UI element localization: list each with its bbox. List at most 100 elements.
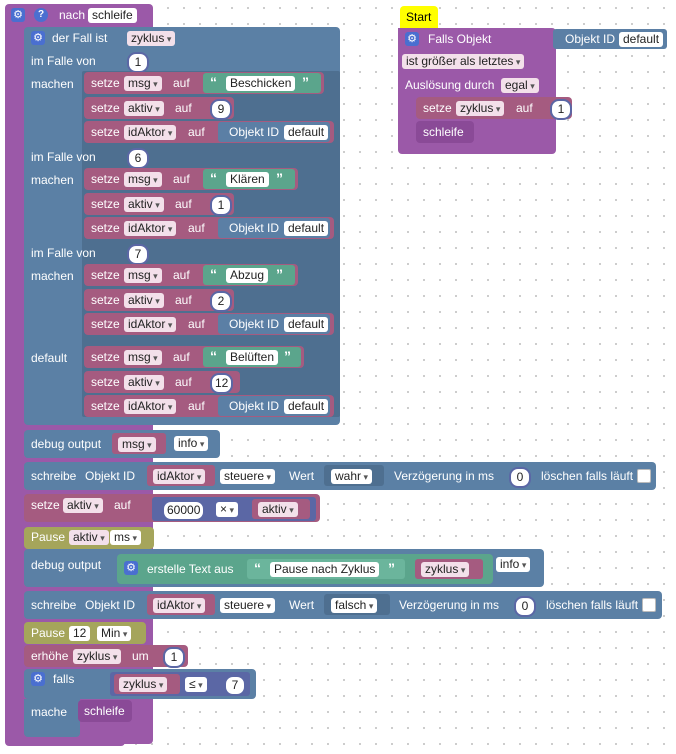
gear-icon[interactable]: ⚙ — [31, 672, 45, 686]
object-id-value[interactable]: default — [284, 125, 329, 140]
case-label: im Falle von — [31, 54, 96, 68]
set-label: setze — [91, 317, 120, 331]
set-label: setze — [91, 76, 120, 90]
var-idaktor[interactable]: idAktor — [124, 221, 177, 236]
multiply-operator[interactable]: × — [216, 502, 239, 517]
var-aktiv[interactable]: aktiv — [124, 375, 164, 390]
case-value[interactable]: 6 — [127, 148, 149, 169]
quote-close-icon: ” — [276, 170, 283, 186]
call-name: schleife — [84, 704, 125, 718]
var-idaktor[interactable]: idAktor — [124, 125, 177, 140]
call-procedure-block[interactable] — [78, 700, 132, 722]
var-aktiv[interactable]: aktiv — [124, 293, 164, 308]
set-label: setze — [31, 498, 60, 512]
trigger-by-select[interactable]: egal — [501, 78, 539, 93]
switch-variable[interactable]: zyklus — [127, 31, 176, 46]
var-aktiv[interactable]: aktiv — [258, 502, 298, 517]
case-value[interactable]: 7 — [127, 244, 149, 265]
delay-value[interactable]: 0 — [509, 467, 531, 488]
var-aktiv[interactable]: aktiv — [63, 498, 103, 513]
clear-checkbox[interactable] — [637, 469, 651, 483]
msg-text[interactable]: Belüften — [226, 350, 279, 365]
aktiv-value[interactable]: 12 — [210, 373, 234, 394]
quote-close-icon: ” — [302, 74, 309, 90]
var-aktiv[interactable]: aktiv — [124, 101, 164, 116]
clear-checkbox[interactable] — [642, 598, 656, 612]
var-idaktor[interactable]: idAktor — [124, 317, 177, 332]
object-id-value[interactable]: default — [284, 399, 329, 414]
zyklus-value[interactable]: 1 — [550, 99, 572, 120]
help-icon[interactable]: ? — [34, 8, 48, 22]
object-id-value[interactable]: default — [619, 32, 664, 47]
object-id-value[interactable]: default — [284, 221, 329, 236]
pause-number[interactable]: 12 — [69, 626, 91, 641]
if-label: falls — [53, 672, 75, 686]
control-select[interactable]: steuere — [220, 469, 276, 484]
var-msg[interactable]: msg — [124, 172, 162, 187]
quote-open-icon: “ — [210, 74, 217, 90]
pause-label: Pause — [31, 626, 66, 640]
compare-operator[interactable]: ≤ — [185, 677, 207, 692]
aktiv-value[interactable]: 1 — [210, 195, 232, 216]
value-label: Wert — [289, 469, 315, 483]
trigger-by-label: Auslösung durch — [405, 78, 495, 92]
gear-icon[interactable]: ⚙ — [405, 32, 419, 46]
object-id-value[interactable]: default — [284, 317, 329, 332]
var-zyklus[interactable]: zyklus — [119, 677, 168, 692]
pause-unit[interactable]: Min — [97, 626, 132, 641]
bool-value[interactable]: falsch — [331, 598, 378, 613]
var-msg[interactable]: msg — [124, 268, 162, 283]
var-idaktor[interactable]: idAktor — [153, 469, 206, 484]
procedure-bottom — [5, 736, 125, 746]
var-msg[interactable]: msg — [124, 350, 162, 365]
control-select[interactable]: steuere — [220, 598, 276, 613]
var-msg[interactable]: msg — [118, 437, 156, 452]
msg-text[interactable]: Klären — [226, 172, 269, 187]
multiply-number[interactable]: 60000 — [162, 500, 206, 521]
create-text-label: erstelle Text aus — [147, 562, 234, 576]
var-aktiv[interactable]: aktiv — [69, 530, 109, 545]
gear-icon[interactable]: ⚙ — [31, 31, 45, 45]
bool-value[interactable]: wahr — [331, 469, 373, 484]
pause-unit[interactable]: ms — [110, 530, 142, 545]
var-zyklus[interactable]: zyklus — [456, 101, 505, 116]
debug-level[interactable]: info — [174, 436, 209, 451]
procedure-name[interactable]: schleife — [88, 8, 137, 23]
if-body — [24, 699, 80, 737]
to-label: auf — [114, 498, 131, 512]
delay-value[interactable]: 0 — [514, 596, 536, 617]
set-label: setze — [91, 268, 120, 282]
to-label: auf — [173, 76, 190, 90]
start-hat[interactable] — [400, 6, 438, 28]
var-aktiv[interactable]: aktiv — [124, 197, 164, 212]
case-value[interactable]: 1 — [127, 52, 149, 73]
var-zyklus[interactable]: zyklus — [421, 562, 470, 577]
by-label: um — [132, 649, 149, 663]
set-label: setze — [91, 172, 120, 186]
set-label: setze — [91, 221, 120, 235]
aktiv-value[interactable]: 9 — [210, 99, 232, 120]
increase-value[interactable]: 1 — [163, 647, 185, 668]
compare-value[interactable]: 7 — [224, 675, 246, 696]
var-zyklus[interactable]: zyklus — [73, 649, 122, 664]
call-procedure-block[interactable] — [416, 121, 474, 143]
text-after-cycle[interactable]: Pause nach Zyklus — [270, 562, 380, 577]
set-label: setze — [423, 101, 452, 115]
var-idaktor[interactable]: idAktor — [153, 598, 206, 613]
msg-text[interactable]: Abzug — [226, 268, 269, 283]
gear-icon[interactable]: ⚙ — [124, 561, 138, 575]
to-label: auf — [173, 268, 190, 282]
then-label: mache — [31, 705, 68, 719]
delay-label: Verzögerung in ms — [394, 469, 495, 483]
debug-level[interactable]: info — [496, 557, 531, 572]
to-label: auf — [173, 350, 190, 364]
set-label: setze — [91, 350, 120, 364]
var-msg[interactable]: msg — [124, 76, 162, 91]
to-label: auf — [175, 197, 192, 211]
msg-text[interactable]: Beschicken — [226, 76, 296, 91]
to-label: auf — [188, 125, 205, 139]
condition-select[interactable]: ist größer als letztes — [402, 54, 525, 69]
aktiv-value[interactable]: 2 — [210, 291, 232, 312]
gear-icon[interactable]: ⚙ — [11, 8, 25, 22]
var-idaktor[interactable]: idAktor — [124, 399, 177, 414]
